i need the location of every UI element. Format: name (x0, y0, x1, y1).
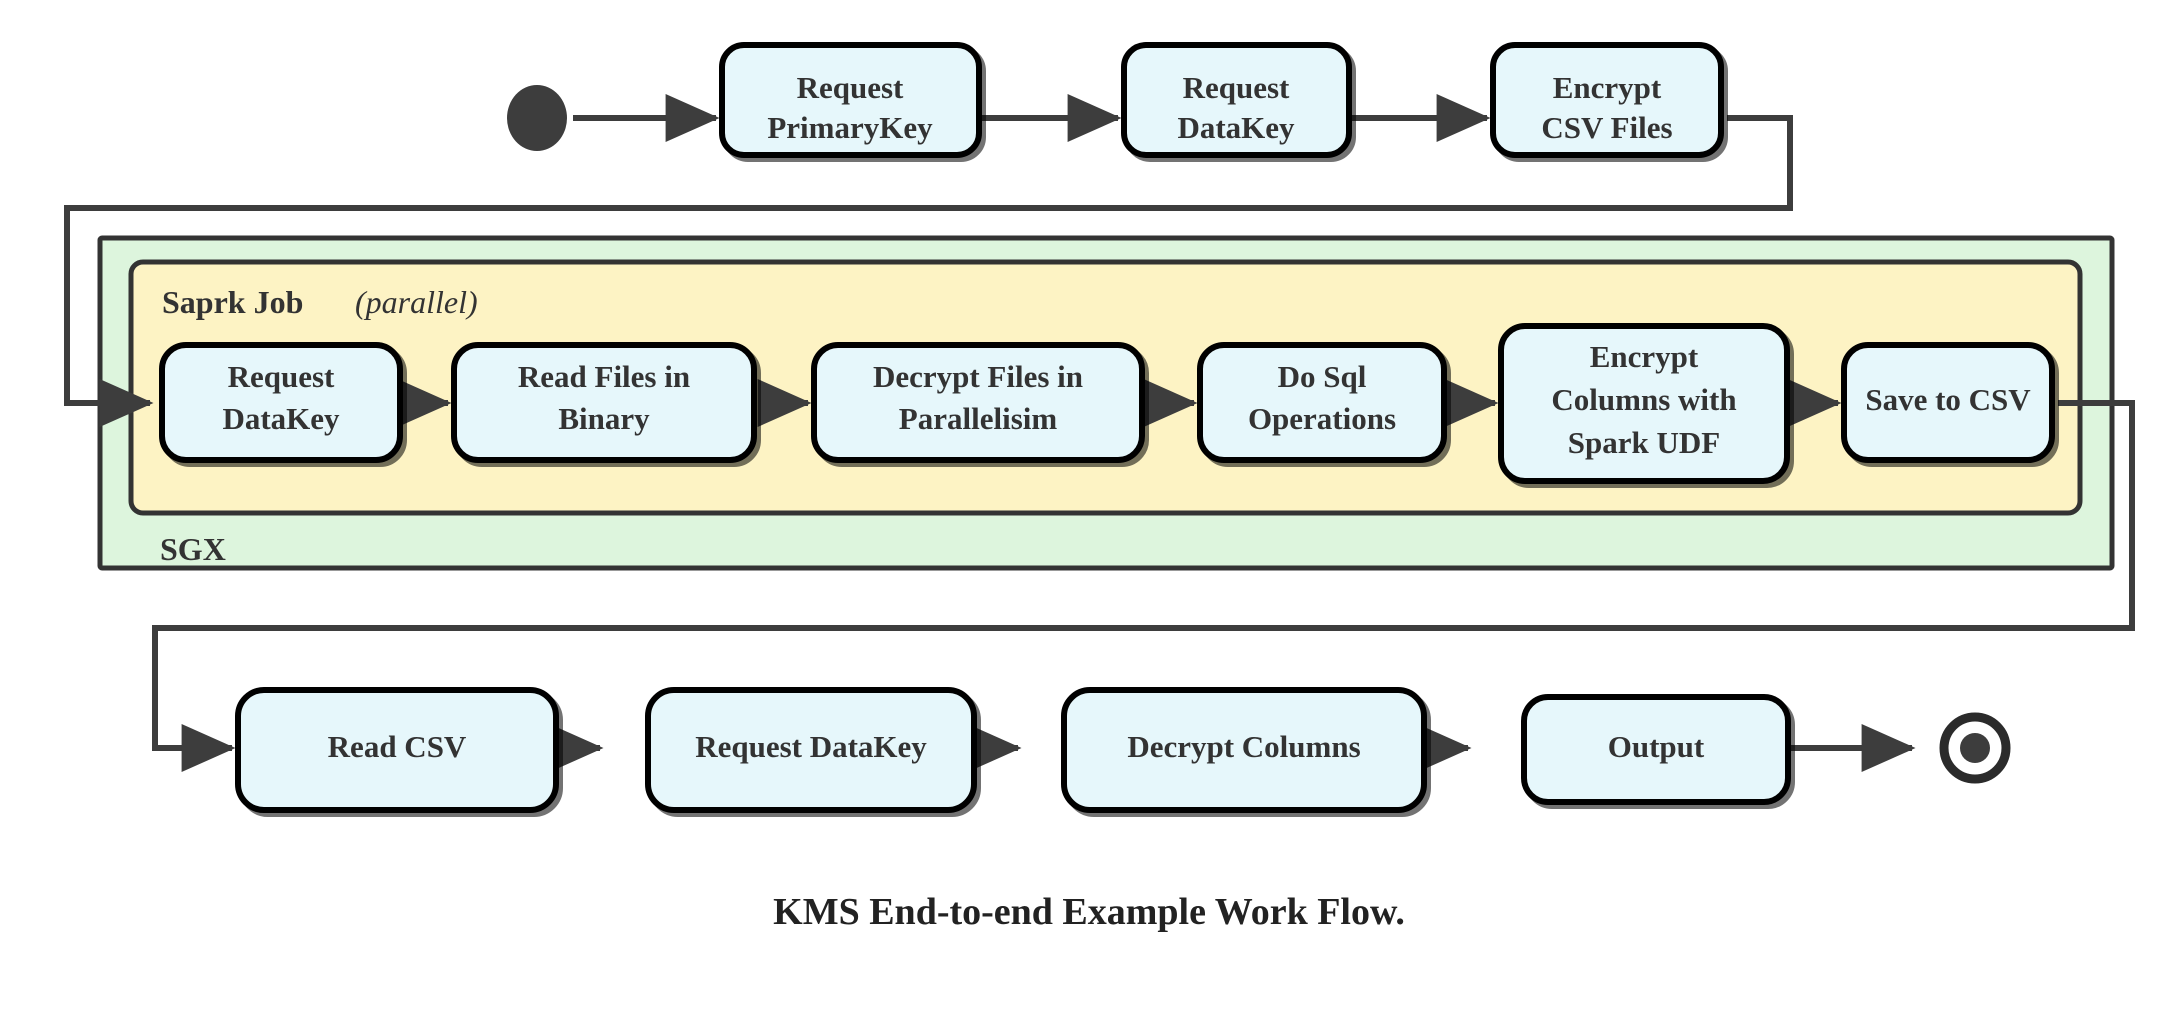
edge-layer (64, 94, 2135, 772)
end-node[interactable] (1939, 712, 2011, 784)
node-encrypt-columns-with-spark-udf-line3: Spark UDF (1568, 425, 1720, 460)
node-output-rect[interactable] (1521, 694, 1791, 805)
node-request-datakey-bottom[interactable]: Request DataKey (645, 687, 977, 813)
node-request-datakey-spark-line2: DataKey (222, 401, 340, 436)
node-decrypt-files-in-parallelisim-line1: Decrypt Files in (873, 359, 1083, 394)
node-encrypt-columns-with-spark-udf[interactable]: Encrypt Columns with Spark UDF (1498, 323, 1790, 484)
node-do-sql-operations[interactable]: Do Sql Operations (1197, 342, 1447, 463)
node-request-primarykey-line2: PrimaryKey (767, 110, 933, 145)
node-save-to-csv-rect[interactable] (1841, 342, 2055, 463)
node-request-datakey-top-line2: DataKey (1177, 110, 1295, 145)
node-request-datakey-top-line1: Request (1183, 70, 1290, 105)
node-decrypt-columns[interactable]: Decrypt Columns (1061, 687, 1427, 813)
node-save-to-csv-label: Save to CSV (1865, 382, 2031, 417)
node-request-datakey-bottom-rect[interactable] (645, 687, 977, 813)
node-read-files-in-binary-line2: Binary (558, 401, 650, 436)
node-encrypt-csv-files-line1: Encrypt (1553, 70, 1662, 105)
diagram-caption: KMS End-to-end Example Work Flow. (773, 891, 1405, 933)
node-encrypt-columns-with-spark-udf-rect[interactable] (1498, 323, 1790, 484)
node-read-files-in-binary[interactable]: Read Files in Binary (451, 342, 757, 463)
node-request-primarykey[interactable]: Request PrimaryKey (719, 42, 982, 158)
node-encrypt-columns-with-spark-udf-line1: Encrypt (1590, 339, 1699, 374)
node-decrypt-columns-label: Decrypt Columns (1127, 729, 1360, 764)
node-request-primarykey-rect[interactable] (719, 42, 982, 158)
node-read-csv-rect[interactable] (235, 687, 559, 813)
node-request-datakey-bottom-label: Request DataKey (695, 729, 927, 764)
node-read-files-in-binary-rect[interactable] (451, 342, 757, 463)
node-read-csv[interactable]: Read CSV (235, 687, 559, 813)
edge-save-to-csv-to-read-csv (152, 400, 2135, 772)
node-encrypt-columns-with-spark-udf-line2: Columns with (1551, 382, 1736, 417)
node-request-datakey-spark[interactable]: Request DataKey (159, 342, 403, 463)
node-decrypt-columns-rect[interactable] (1061, 687, 1427, 813)
node-request-datakey-top[interactable]: Request DataKey (1121, 42, 1352, 158)
node-save-to-csv[interactable]: Save to CSV (1841, 342, 2055, 463)
spark-job-container-label: Saprk Job (162, 284, 303, 320)
start-node-circle[interactable] (507, 85, 567, 151)
node-do-sql-operations-rect[interactable] (1197, 342, 1447, 463)
start-node[interactable] (507, 85, 567, 151)
edge-encrypt-csv-files-to-request-datakey-spark (64, 115, 1793, 427)
node-encrypt-csv-files[interactable]: Encrypt CSV Files (1490, 42, 1724, 158)
node-output-label: Output (1608, 729, 1705, 764)
node-read-csv-label: Read CSV (328, 729, 467, 764)
node-request-datakey-spark-rect[interactable] (159, 342, 403, 463)
node-request-primarykey-line1: Request (797, 70, 904, 105)
node-decrypt-files-in-parallelisim-rect[interactable] (811, 342, 1145, 463)
node-decrypt-files-in-parallelisim[interactable]: Decrypt Files in Parallelisim (811, 342, 1145, 463)
node-decrypt-files-in-parallelisim-line2: Parallelisim (899, 401, 1058, 436)
node-read-files-in-binary-line1: Read Files in (518, 359, 690, 394)
node-request-datakey-top-rect[interactable] (1121, 42, 1352, 158)
node-encrypt-csv-files-line2: CSV Files (1541, 110, 1672, 145)
spark-job-parallel-modifier: (parallel) (355, 284, 478, 320)
end-node-inner-dot[interactable] (1960, 733, 1990, 763)
node-do-sql-operations-line2: Operations (1248, 401, 1396, 436)
node-request-datakey-spark-line1: Request (228, 359, 335, 394)
node-output[interactable]: Output (1521, 694, 1791, 805)
node-do-sql-operations-line1: Do Sql (1278, 359, 1367, 394)
node-encrypt-csv-files-rect[interactable] (1490, 42, 1724, 158)
sgx-container-label: SGX (160, 531, 226, 567)
